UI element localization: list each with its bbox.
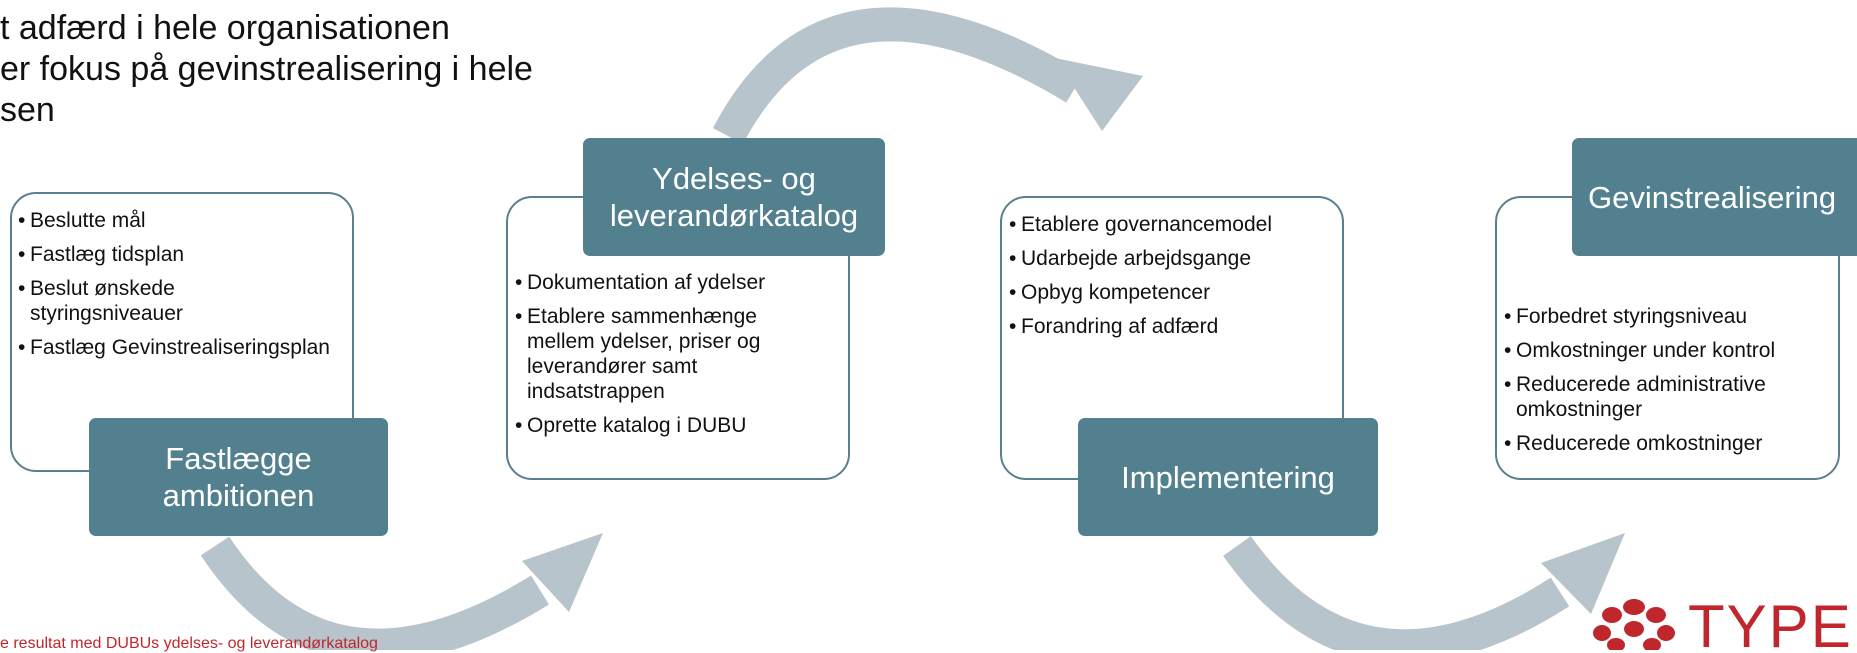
stage-2-item: Dokumentation af ydelser [515,270,848,295]
stage-2-title: Ydelses- og leverandørkatalog [583,138,885,256]
intro-line: er fokus på gevinstrealisering i hele [0,50,533,88]
intro-line: sen [0,91,55,129]
logo-text: TYPE [1688,595,1853,651]
stage-3-item: Etablere governancemodel [1009,212,1342,237]
stage-2-item: Oprette katalog i DUBU [515,413,848,438]
arrow-curve-1 [200,536,549,650]
stage-1-title: Fastlægge ambitionen [89,418,388,536]
flower-icon [1593,599,1675,650]
stage-4-item: Reducerede omkostninger [1504,431,1838,456]
stage-1-item: Beslut ønskede styringsniveauer [18,276,230,326]
intro-line: t adfærd i hele organisationen [0,9,450,47]
stage-1-item: Fastlæg tidsplan [18,242,352,267]
stage-3-item: Forandring af adfærd [1009,314,1342,339]
stage-1-item: Fastlæg Gevinstrealiseringsplan [18,335,330,360]
footer-caption: e resultat med DUBUs ydelses- og leveran… [0,635,378,652]
stage-3-item: Udarbejde arbejdsgange [1009,246,1342,271]
stage-4-item: Reducerede administrative omkostninger [1504,372,1846,422]
stage-1-item: Beslutte mål [18,208,352,233]
stage-2-item: Etablere sammenhænge mellem ydelser, pri… [515,304,827,404]
stage-3-title: Implementering [1078,418,1378,536]
stage-4-item: Forbedret styringsniveau [1504,304,1838,329]
arrow-head-2 [1055,58,1143,131]
arrow-curve-3 [1223,536,1570,650]
stage-4-title: Gevinstrealisering [1572,138,1857,256]
stage-4-item: Omkostninger under kontrol [1504,338,1776,363]
intro-text: t adfærd i hele organisationen er fokus … [0,8,533,131]
arrow-head-1 [522,533,603,612]
stage-1-box: Beslutte mål Fastlæg tidsplan Beslut øns… [10,192,354,472]
arrow-head-3 [1541,533,1625,614]
stage-3-item: Opbyg kompetencer [1009,280,1342,305]
arrow-curve-2 [712,7,1084,144]
type-logo: TYPE [1588,595,1857,650]
